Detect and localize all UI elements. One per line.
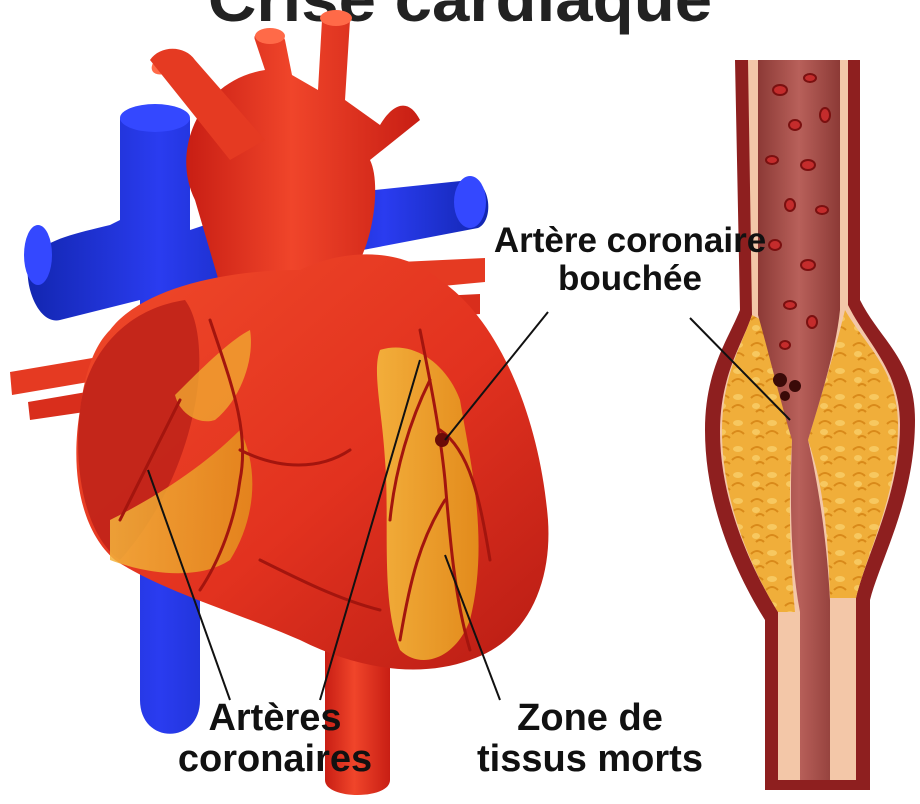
label-line: bouchée: [455, 260, 805, 298]
label-line: Zone de: [445, 698, 735, 739]
label-blocked-coronary-artery: Artère coronaire bouchée: [455, 222, 805, 298]
heart-illustration: [10, 10, 548, 795]
blocked-artery-section: [705, 60, 915, 790]
label-dead-tissue-zone: Zone de tissus morts: [445, 698, 735, 780]
aorta: [186, 13, 420, 291]
label-line: coronaires: [150, 739, 400, 780]
label-coronary-arteries: Artères coronaires: [150, 698, 400, 780]
blockage-spot: [435, 433, 449, 447]
label-line: Artères: [150, 698, 400, 739]
label-line: tissus morts: [445, 739, 735, 780]
label-line: Artère coronaire: [455, 222, 805, 260]
